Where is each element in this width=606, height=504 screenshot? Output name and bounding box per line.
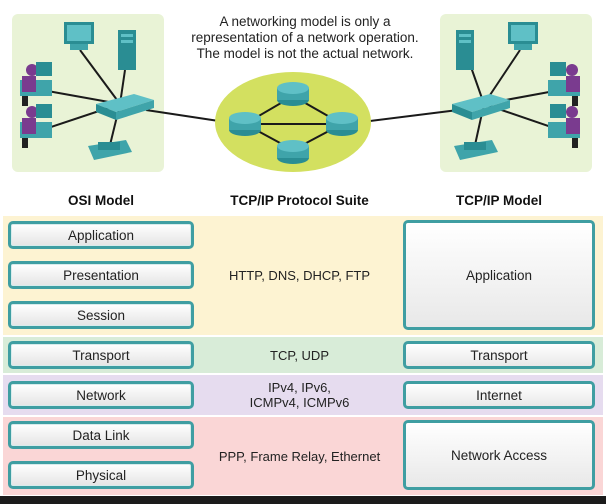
user-workstation-icon — [20, 104, 52, 148]
desktop-computer-icon — [508, 22, 538, 50]
tcpip-layer-transport: Transport — [403, 341, 595, 369]
osi-layer-physical: Physical — [8, 461, 194, 489]
osi-layer-transport: Transport — [8, 341, 194, 369]
protocols-internet: IPv4, IPv6, ICMPv4, ICMPv6 — [198, 375, 401, 415]
tcpip-layer-internet: Internet — [403, 381, 595, 409]
protocols-transport: TCP, UDP — [270, 347, 329, 363]
desktop-computer-icon — [64, 22, 94, 50]
ip-phone-icon — [88, 140, 132, 160]
protocols-network-access: PPP, Frame Relay, Ethernet — [218, 448, 381, 464]
user-workstation-icon — [548, 62, 580, 106]
server-icon — [118, 30, 136, 70]
user-workstation-icon — [20, 62, 52, 106]
osi-layer-data-link: Data Link — [8, 421, 194, 449]
osi-layer-session: Session — [8, 301, 194, 329]
protocols-application: HTTP, DNS, DHCP, FTP — [228, 268, 371, 283]
caption: A networking model is only a representat… — [160, 14, 450, 62]
tcpip-layer-network-access: Network Access — [403, 420, 595, 490]
ip-phone-icon — [454, 140, 498, 160]
osi-layer-application: Application — [8, 221, 194, 249]
server-icon — [456, 30, 474, 70]
user-workstation-icon — [548, 104, 580, 148]
protocols-internet-line: IPv4, IPv6, — [268, 380, 331, 395]
wan-cloud — [215, 72, 371, 172]
tcpip-model-header: TCP/IP Model — [455, 193, 542, 208]
router-icon — [277, 140, 309, 164]
tcpip-suite-header: TCP/IP Protocol Suite — [230, 193, 369, 208]
protocols-internet-line: ICMPv4, ICMPv6 — [249, 395, 350, 410]
router-icon — [277, 82, 309, 106]
caption-line: The model is not the actual network. — [196, 46, 414, 61]
switch-icon — [96, 94, 154, 120]
osi-model-header: OSI Model — [67, 193, 134, 208]
osi-layer-presentation: Presentation — [8, 261, 194, 289]
router-icon — [229, 112, 261, 136]
network-illustration — [12, 14, 592, 172]
tcpip-layer-application: Application — [403, 220, 595, 330]
caption-line: A networking model is only a — [219, 14, 391, 29]
caption-line: representation of a network operation. — [191, 30, 419, 45]
switch-icon — [452, 94, 510, 120]
bottom-bar — [0, 496, 606, 504]
router-icon — [326, 112, 358, 136]
osi-layer-network: Network — [8, 381, 194, 409]
